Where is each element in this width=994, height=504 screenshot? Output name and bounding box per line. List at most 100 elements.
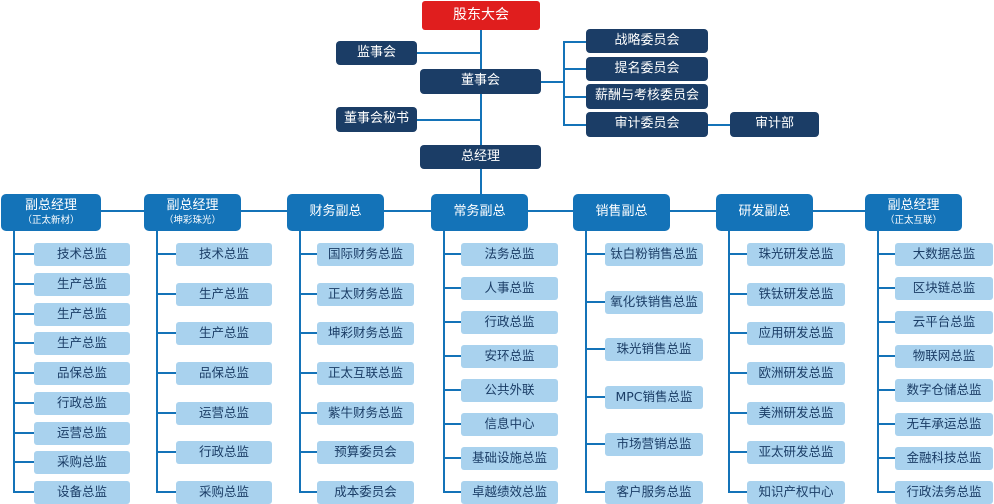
division-item-label: 技术总监 [198,245,249,261]
division-item: 卓越绩效总监 [461,480,558,504]
connector [877,321,895,323]
board-of-directors-box: 董事会 [420,69,541,94]
connector [13,342,34,344]
division-item: 坤彩财务总监 [317,321,414,345]
connector [585,348,605,350]
connector [416,52,481,54]
division-item-label: 无车承运总监 [906,415,982,431]
division-item: 生产总监 [34,331,130,355]
connector [299,412,317,414]
division-item: 法务总监 [461,242,558,266]
division-item-label: 铁钛研发总监 [758,285,834,301]
division-item-label: 数字仓储总监 [906,381,982,397]
division-item: 珠光销售总监 [605,337,703,361]
division-title: 常务副总 [453,204,506,220]
division-item-label: 氧化铁销售总监 [610,293,698,309]
connector [416,119,481,121]
division-item: 大数据总监 [895,242,993,266]
division-item: 亚太研发总监 [747,440,845,464]
supervisory-board-box: 监事会 [336,41,417,65]
division-item: 品保总监 [176,361,272,385]
connector [877,389,895,391]
division-item: 区块链总监 [895,276,993,300]
division-header: 副总经理（正太互联） [865,194,962,231]
division-item-label: 钛白粉销售总监 [610,245,698,261]
connector [443,355,461,357]
division-item-label: 采购总监 [56,453,107,469]
division-item: 金融科技总监 [895,446,993,470]
division-header: 销售副总 [573,194,670,231]
division-item: 预算委员会 [317,440,414,464]
division-item-label: 市场营销总监 [616,435,692,451]
division-item-label: 云平台总监 [912,313,976,329]
connector [156,491,176,493]
division-subtitle: （正太互联） [884,214,942,226]
connector [299,253,317,255]
connector [13,402,34,404]
division-item-label: 运营总监 [56,424,107,440]
division-item-label: 行政总监 [484,313,535,329]
division-title: 销售副总 [595,204,648,220]
division-item: 云平台总监 [895,310,993,334]
division-item: 无车承运总监 [895,412,993,436]
connector [299,332,317,334]
connector [156,372,176,374]
division-subtitle: （坤彩珠光） [163,214,221,226]
connector [563,124,586,126]
division-item-label: 坤彩财务总监 [327,324,403,340]
division-item: 正太互联总监 [317,361,414,385]
division-item: MPC销售总监 [605,385,703,409]
connector [156,412,176,414]
division-item-label: 采购总监 [198,483,249,499]
division-item: 数字仓储总监 [895,378,993,402]
division-item: 知识产权中心 [747,480,845,504]
division-item-label: 生产总监 [56,275,107,291]
connector [585,253,605,255]
division-title: 副总经理 [887,197,940,213]
division-item: 铁钛研发总监 [747,282,845,306]
committee-label: 薪酬与考核委员会 [594,88,699,104]
connector [443,321,461,323]
connector [877,457,895,459]
division-item-label: 技术总监 [56,245,107,261]
division-item: 钛白粉销售总监 [605,242,703,266]
division-item-label: 行政法务总监 [906,483,982,499]
division-item-label: 公共外联 [484,381,535,397]
division-item: 正太财务总监 [317,282,414,306]
division-item-label: 人事总监 [484,279,535,295]
division-title: 副总经理 [24,197,77,213]
connector [443,231,445,493]
connector [728,231,730,493]
connector [443,389,461,391]
division-item-label: 设备总监 [56,483,107,499]
connector [728,451,747,453]
division-item: 应用研发总监 [747,321,845,345]
division-item-label: 区块链总监 [912,279,976,295]
board-secretary-box: 董事会秘书 [336,107,417,132]
connector [443,491,461,493]
division-item: 行政总监 [176,440,272,464]
connector [728,491,747,493]
connector [480,168,482,194]
division-header: 财务副总 [287,194,384,231]
connector [443,457,461,459]
connector [443,287,461,289]
division-item: 市场营销总监 [605,432,703,456]
connector [156,231,158,493]
division-item: 安环总监 [461,344,558,368]
division-item-label: MPC销售总监 [615,388,693,404]
division-item: 行政法务总监 [895,480,993,504]
general-manager-box: 总经理 [420,145,541,169]
connector [728,253,747,255]
division-item: 技术总监 [34,242,130,266]
audit-department-label: 审计部 [754,116,794,132]
division-item: 成本委员会 [317,480,414,504]
committee-label: 战略委员会 [614,32,680,48]
connector [877,423,895,425]
connector [728,412,747,414]
connector [156,451,176,453]
division-item-label: 生产总监 [56,334,107,350]
division-item: 生产总监 [176,282,272,306]
division-item: 欧洲研发总监 [747,361,845,385]
